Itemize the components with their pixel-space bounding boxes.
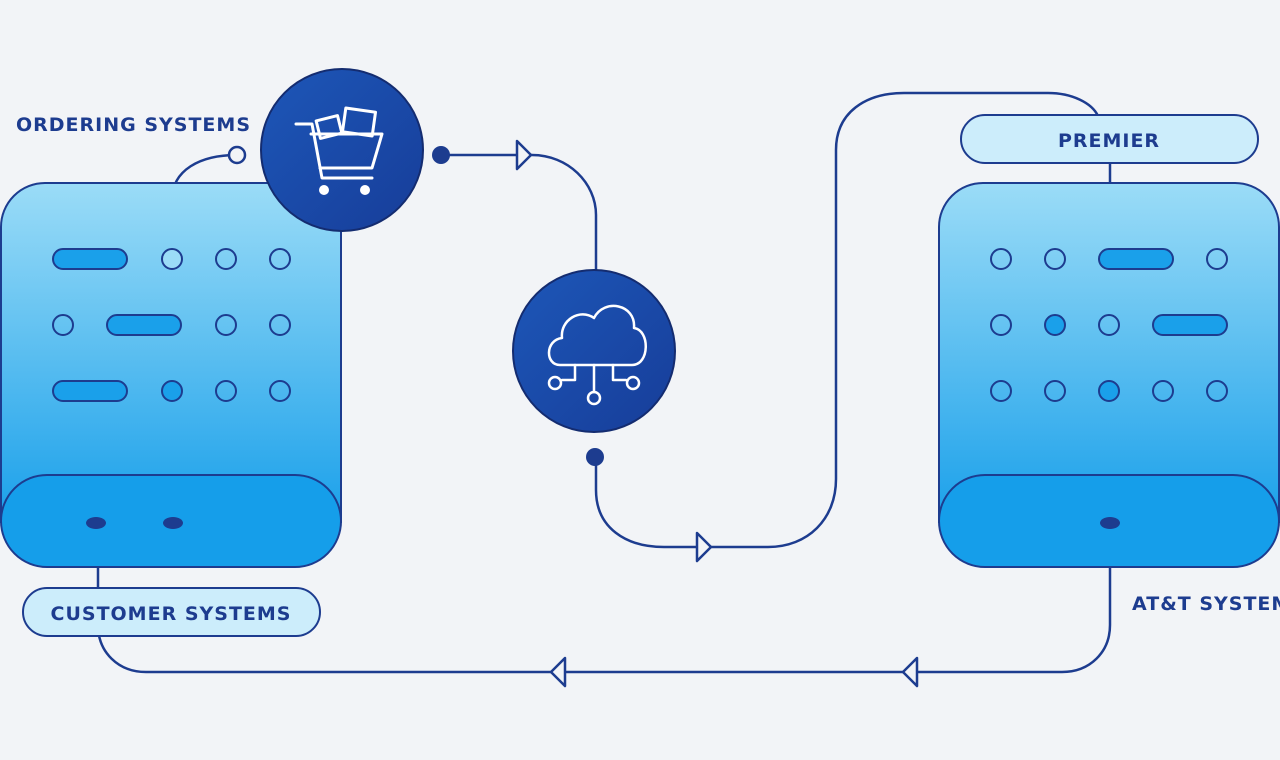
ordering-systems-label: ORDERING SYSTEMS bbox=[16, 114, 251, 136]
cloud-network-icon bbox=[547, 304, 647, 406]
connector-cloud-to-premier bbox=[594, 91, 1100, 549]
premier-label: PREMIER bbox=[1058, 130, 1160, 152]
arrowheads bbox=[515, 139, 919, 688]
arrow-right-top bbox=[515, 139, 533, 171]
cart-out-dot bbox=[432, 146, 450, 164]
left-server-slot-2 bbox=[163, 517, 183, 529]
shopping-cart-icon bbox=[294, 106, 384, 195]
right-server-slot bbox=[1100, 517, 1120, 529]
premier-pill bbox=[960, 114, 1259, 164]
ordering-connector-dot bbox=[227, 145, 247, 165]
connector-att-to-customer bbox=[96, 523, 1112, 674]
cloud-out-dot bbox=[586, 448, 604, 466]
arrow-right-bottom bbox=[695, 531, 713, 563]
left-server bbox=[0, 182, 342, 568]
arrow-left-right-side bbox=[901, 656, 919, 688]
right-server-indicators bbox=[990, 248, 1228, 402]
connector-cart-to-cloud bbox=[442, 153, 598, 272]
customer-systems-label: CUSTOMER SYSTEMS bbox=[51, 603, 292, 625]
ordering-node bbox=[260, 68, 424, 232]
att-system-label: AT&T SYSTEM bbox=[1132, 593, 1280, 615]
cloud-node bbox=[512, 269, 676, 433]
right-server bbox=[938, 182, 1280, 568]
arrow-left-middle bbox=[549, 656, 567, 688]
customer-systems-pill bbox=[22, 587, 321, 637]
left-server-slot-1 bbox=[86, 517, 106, 529]
left-server-indicators bbox=[52, 248, 291, 402]
